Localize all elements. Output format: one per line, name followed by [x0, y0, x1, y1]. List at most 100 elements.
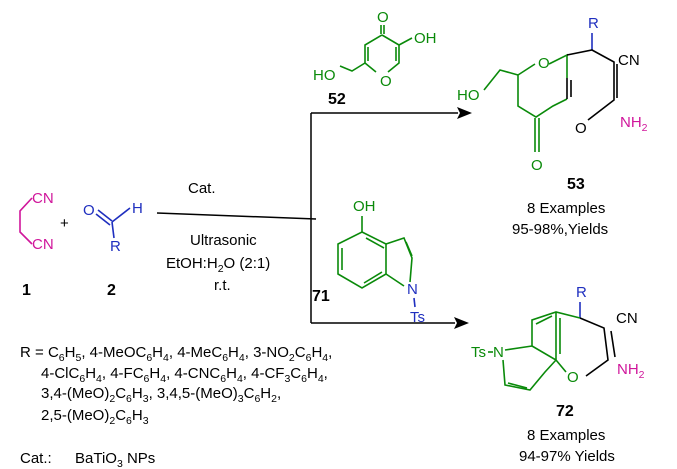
- r-definition-fragment: C: [115, 385, 126, 402]
- c52-keto-oxygen: O: [377, 9, 389, 26]
- r-definition-fragment: C: [48, 344, 59, 361]
- condition-solvent: EtOH:H2O (2:1): [166, 255, 270, 275]
- r-definition-fragment: H: [65, 344, 76, 361]
- compound-53-product: R CN NH2 HO O O O 53 8 Examples 95-98%,Y…: [457, 15, 648, 238]
- compound-72-product: R CN NH2 Ts N O 72 8 Examples 94-97% Yie…: [471, 284, 645, 465]
- main-reaction-line: [156, 212, 317, 220]
- r-definition-subscript: 3: [143, 393, 149, 405]
- c52-oh: OH: [414, 30, 437, 47]
- r-definition-fragment: H: [311, 344, 322, 361]
- c1-bonds: [19, 197, 33, 245]
- catalyst-name: BaTiO3 NPs: [75, 450, 155, 469]
- compound-71-hydroxyindole: OH N Ts 71: [312, 198, 425, 326]
- r-definition-fragment: , 3-NO: [245, 344, 289, 361]
- c72-label: 72: [556, 403, 574, 420]
- c72-nh2: NH2: [617, 361, 645, 381]
- r-definition-line-1: R = C6H5, 4-MeOC6H4, 4-MeC6H4, 3-NO2C6H4…: [20, 344, 332, 364]
- r-definition-fragment: 4-ClC: [41, 365, 80, 382]
- c72-pyrrole-ring: [502, 315, 561, 391]
- r-definition-subscript: 2: [289, 352, 295, 364]
- r-definition-fragment: H: [149, 365, 160, 382]
- c71-label: 71: [312, 288, 330, 305]
- c71-benzene-ring: [337, 231, 387, 289]
- lower-arrow-head: [454, 317, 469, 329]
- r-definition-subscript: 3: [284, 373, 290, 385]
- r-group-definitions: R = C6H5, 4-MeOC6H4, 4-MeC6H4, 3-NO2C6H4…: [20, 344, 332, 427]
- c52-substituent-bonds: [339, 37, 413, 72]
- c52-double-bonds: [367, 47, 397, 61]
- c53-label: 53: [567, 176, 585, 193]
- r-definition-fragment: , 4-MeC: [169, 344, 223, 361]
- upper-arrow-head: [457, 107, 472, 119]
- compound-2-aldehyde: O H R 2: [83, 200, 143, 299]
- c53-cn: CN: [618, 52, 640, 69]
- c2-cr-bond: [111, 221, 115, 239]
- c72-ts: Ts: [471, 344, 486, 361]
- r-definition-subscript: 4: [318, 373, 324, 385]
- c2-co-bond-a: [97, 209, 113, 222]
- r-definition-fragment: H: [85, 365, 96, 382]
- c52-keto-bond: [380, 25, 385, 34]
- c71-oh: OH: [353, 198, 376, 215]
- condition-temperature: r.t.: [214, 277, 231, 294]
- r-definition-fragment: ,: [324, 365, 328, 382]
- r-definition-fragment: H: [307, 365, 318, 382]
- reaction-arrows: [156, 107, 472, 329]
- r-definition-line-2: 4-ClC6H4, 4-FC6H4, 4-CNC6H4, 4-CF3C6H4,: [41, 365, 328, 385]
- r-definition-subscript: 6: [126, 415, 132, 427]
- r-definition-subscript: 6: [306, 352, 312, 364]
- c53-pyran-oxygen: O: [538, 55, 550, 72]
- c71-ts-bond: [413, 297, 416, 308]
- c53-chromene-oxygen: O: [575, 120, 587, 137]
- c53-yields: 95-98%,Yields: [512, 221, 608, 238]
- c71-ts: Ts: [410, 309, 425, 326]
- c1-cn-bottom: CN: [32, 236, 54, 253]
- r-definition-fragment: ,: [277, 385, 281, 402]
- r-definition-subscript: 6: [220, 373, 226, 385]
- r-definition-line-4: 2,5-(MeO)2C6H3: [41, 407, 149, 427]
- r-definition-fragment: 3,4-(MeO): [41, 385, 109, 402]
- c72-cn: CN: [616, 310, 638, 327]
- c1-label: 1: [22, 282, 31, 299]
- r-definition-subscript: 2: [271, 393, 277, 405]
- r-definition-subscript: 4: [237, 373, 243, 385]
- c53-keto-oxygen: O: [531, 157, 543, 174]
- r-definition-fragment: , 4-CNC: [166, 365, 220, 382]
- c72-yields: 94-97% Yields: [519, 448, 615, 465]
- c2-co-bond-b: [95, 213, 111, 226]
- c52-ho: HO: [313, 67, 336, 84]
- r-definition-subscript: 6: [254, 393, 260, 405]
- c52-ring: [364, 34, 400, 73]
- c52-ring-oxygen: O: [380, 73, 392, 90]
- c71-nitrogen: N: [407, 281, 418, 298]
- c72-nitrogen: N: [493, 344, 504, 361]
- r-definition-subscript: 4: [160, 373, 166, 385]
- r-definition-subscript: 6: [79, 373, 85, 385]
- r-definition-fragment: H: [228, 344, 239, 361]
- r-definition-fragment: H: [226, 365, 237, 382]
- r-definition-subscript: 4: [322, 352, 328, 364]
- c2-label: 2: [107, 282, 116, 299]
- c1-cn-top: CN: [32, 190, 54, 207]
- c72-examples: 8 Examples: [527, 427, 605, 444]
- r-definition-subscript: 2: [109, 415, 115, 427]
- r-definition-fragment: H: [152, 344, 163, 361]
- r-definition-subscript: 2: [109, 393, 115, 405]
- c53-nh2: NH2: [620, 114, 648, 134]
- c72-pyran-ring: [579, 317, 616, 377]
- r-definition-subscript: 6: [126, 393, 132, 405]
- r-definition-fragment: , 4-FC: [102, 365, 144, 382]
- r-definition-subscript: 6: [144, 373, 150, 385]
- r-definition-subscript: 4: [239, 352, 245, 364]
- r-definition-subscript: 6: [301, 373, 307, 385]
- r-definition-fragment: 2,5-(MeO): [41, 407, 109, 424]
- compound-1-malononitrile: CN CN 1: [19, 190, 54, 299]
- reaction-conditions: Cat. Ultrasonic EtOH:H2O (2:1) r.t.: [166, 180, 270, 294]
- c72-r-group: R: [576, 284, 587, 301]
- r-definition-fragment: , 4-MeOC: [81, 344, 146, 361]
- r-definition-fragment: C: [295, 344, 306, 361]
- c53-examples: 8 Examples: [527, 200, 605, 217]
- r-definition-fragment: , 3,4,5-(MeO): [149, 385, 238, 402]
- r-definition-fragment: C: [115, 407, 126, 424]
